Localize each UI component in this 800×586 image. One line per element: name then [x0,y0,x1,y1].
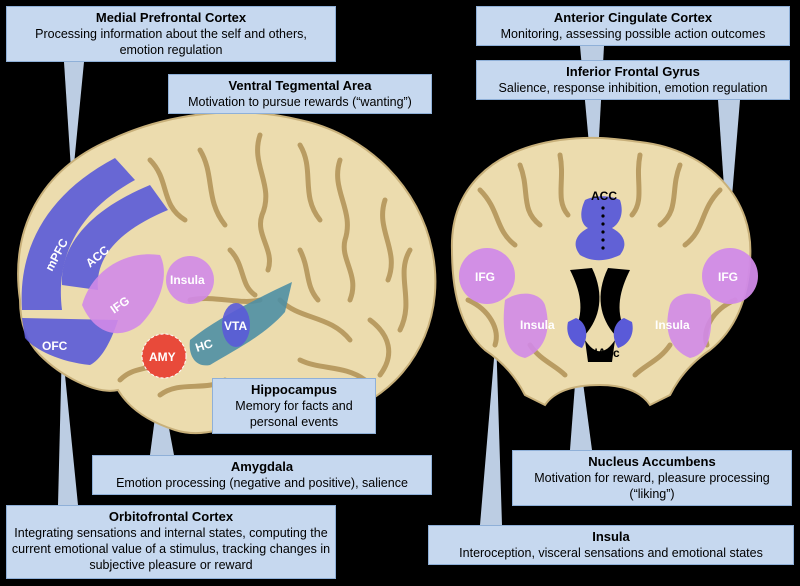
callout-hc: Hippocampus Memory for facts and persona… [212,378,376,434]
region-acc [61,185,168,290]
callout-ofc: Orbitofrontal Cortex Integrating sensati… [6,505,336,579]
callout-ifg-title: Inferior Frontal Gyrus [566,64,700,79]
callout-insula: Insula Interoception, visceral sensation… [428,525,794,565]
region-vta [222,303,250,347]
region-insula-right [667,293,712,358]
label-insula-left: Insula [520,318,555,332]
region-ifg-left [459,248,515,304]
label-vta: VTA [224,319,247,333]
callout-ifg-desc: Salience, response inhibition, emotion r… [498,81,768,95]
callout-ifg: Inferior Frontal Gyrus Salience, respons… [476,60,790,100]
callout-vta-title: Ventral Tegmental Area [228,78,372,93]
lateral-brain [17,111,437,434]
callout-ofc-desc: Integrating sensations and internal stat… [11,526,331,572]
callout-amy-title: Amygdala [230,459,294,474]
callout-acc-title: Anterior Cingulate Cortex [553,10,713,25]
label-amy: AMY [149,350,176,364]
callout-mpfc: Medial Prefrontal Cortex Processing info… [6,6,336,62]
label-insula-right: Insula [655,318,690,332]
callout-amy-desc: Emotion processing (negative and positiv… [116,476,408,490]
callout-nacc-desc: Motivation for reward, pleasure processi… [534,471,770,501]
region-insula-lateral [166,256,214,304]
callout-nacc: Nucleus Accumbens Motivation for reward,… [512,450,792,506]
label-acc-coronal: ACC [591,189,617,203]
pointer-nacc [570,345,592,450]
region-nacc-right [613,318,633,348]
label-ifg-left: IFG [475,270,495,284]
label-ifg-right: IFG [718,270,738,284]
coronal-brain [450,136,758,407]
region-nacc-left [567,318,587,348]
callout-insula-desc: Interoception, visceral sensations and e… [459,546,763,560]
pointer-ofc [58,345,78,505]
pointer-insula [480,335,502,525]
label-hc: HC [194,336,215,355]
callout-insula-title: Insula [592,529,630,544]
callout-ofc-title: Orbitofrontal Cortex [108,509,234,524]
callout-vta-desc: Motivation to pursue rewards (“wanting”) [188,95,412,109]
callout-hc-desc: Memory for facts and personal events [235,399,353,429]
callout-nacc-title: Nucleus Accumbens [588,454,716,469]
label-nacc: NAcc [589,346,620,360]
region-ofc [22,318,118,365]
callout-acc: Anterior Cingulate Cortex Monitoring, as… [476,6,790,46]
callout-hc-title: Hippocampus [251,382,337,397]
region-insula-left [503,293,548,358]
label-ofc: OFC [42,339,68,353]
callout-amy: Amygdala Emotion processing (negative an… [92,455,432,495]
region-ifg [82,254,164,334]
region-ifg-right [702,248,758,304]
pointer-ifg [718,100,740,245]
label-insula-lateral: Insula [170,273,205,287]
region-acc-coronal [575,196,625,261]
region-mpfc [21,158,135,310]
callout-mpfc-desc: Processing information about the self an… [35,27,307,57]
pointer-mpfc [64,62,84,185]
region-amy [141,333,187,379]
callout-acc-desc: Monitoring, assessing possible action ou… [500,27,766,41]
callout-vta: Ventral Tegmental Area Motivation to pur… [168,74,432,114]
callout-mpfc-title: Medial Prefrontal Cortex [95,10,247,25]
